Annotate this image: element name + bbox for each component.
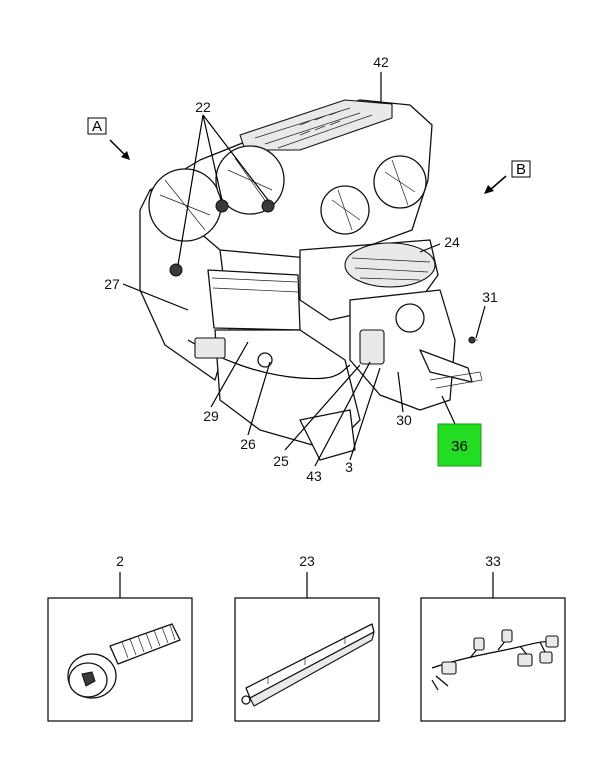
- callout-31: 31: [482, 289, 498, 305]
- detail-box-2: 2: [47, 553, 193, 722]
- callout-3: 3: [345, 459, 353, 475]
- callout-25: 25: [273, 453, 289, 469]
- view-arrow-icon: [109, 139, 130, 160]
- view-arrow-icon: [484, 175, 507, 194]
- callout-36-highlight[interactable]: 36: [437, 423, 482, 467]
- detail-box-33: 33: [420, 553, 566, 722]
- callout-26: 26: [240, 436, 256, 452]
- screw-illustration: [67, 623, 181, 699]
- wire-harness-illustration: [431, 629, 559, 691]
- callout-36: 36: [451, 438, 468, 455]
- view-b-marker: B: [484, 160, 531, 194]
- callout-22: 22: [195, 99, 211, 115]
- view-a-marker: A: [87, 117, 130, 160]
- detail-box-23: 23: [234, 553, 380, 722]
- callout-29: 29: [203, 408, 219, 424]
- callout-43: 43: [306, 468, 322, 484]
- callout-42: 42: [373, 54, 389, 70]
- view-b-label: B: [516, 161, 526, 178]
- seal-strip-illustration: [241, 623, 375, 707]
- detail-2-number: 2: [116, 553, 124, 569]
- callout-labels: 42 22 24 27 31 29 30 26 25 43 3: [104, 54, 498, 484]
- callout-30: 30: [396, 412, 412, 428]
- callout-24: 24: [444, 234, 460, 250]
- leader-lines: [122, 72, 486, 467]
- hvac-module-illustration: [139, 99, 483, 461]
- view-a-label: A: [92, 118, 102, 135]
- highlight-box: [437, 423, 482, 467]
- callout-27: 27: [104, 276, 120, 292]
- detail-23-number: 23: [299, 553, 315, 569]
- detail-33-number: 33: [485, 553, 501, 569]
